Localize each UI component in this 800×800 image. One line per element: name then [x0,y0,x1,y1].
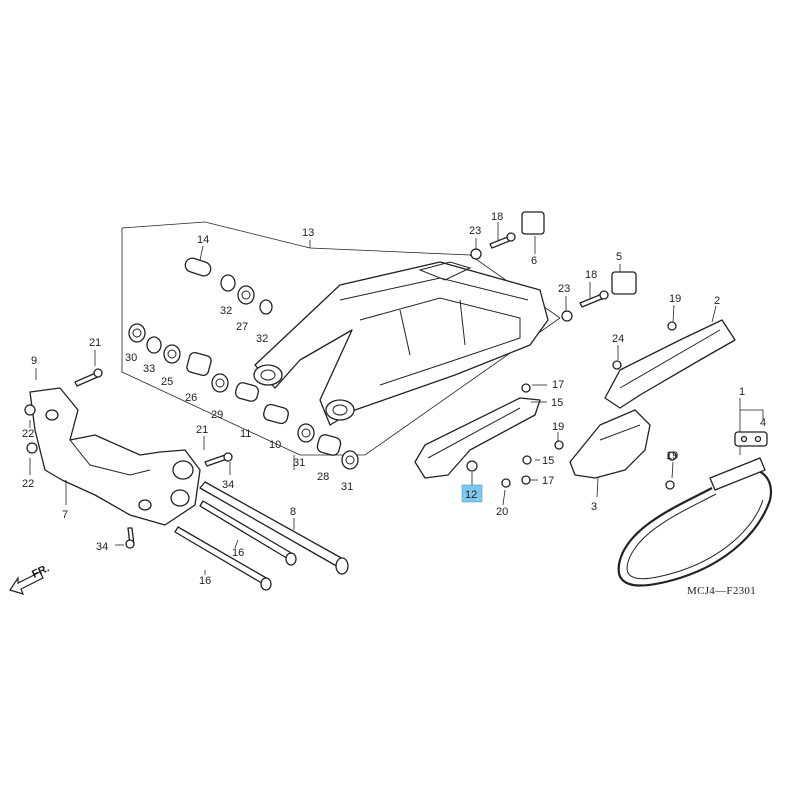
part-label-34-lower[interactable]: 34 [96,541,108,553]
part-label-21-lower[interactable]: 21 [196,424,208,436]
part-label-6[interactable]: 6 [531,255,537,267]
part-label-15-lower[interactable]: 15 [542,455,554,467]
part-label-19-top[interactable]: 19 [669,293,681,305]
part-label-25[interactable]: 25 [161,376,173,388]
part-label-20[interactable]: 20 [496,506,508,518]
highlighted-part-marker [461,484,483,503]
diagram-code: MCJ4—F2301 [687,585,756,597]
part-label-17-upper[interactable]: 17 [552,379,564,391]
part-label-31-upper[interactable]: 31 [293,457,305,469]
part-label-29[interactable]: 29 [211,409,223,421]
part-label-27[interactable]: 27 [236,321,248,333]
swingarm-illustration [253,261,549,426]
part-label-4[interactable]: 4 [760,417,766,429]
part-label-13[interactable]: 13 [302,227,314,239]
part-label-19-middle[interactable]: 19 [552,421,564,433]
leader-lines [29,222,717,575]
part-label-23-lower[interactable]: 23 [558,283,570,295]
part-label-33[interactable]: 33 [143,363,155,375]
pivot-shafts [174,481,349,591]
part-label-22-upper[interactable]: 22 [22,428,34,440]
front-direction-indicator: FR. [9,562,51,595]
part-label-11[interactable]: 11 [240,428,251,440]
fasteners [24,211,677,549]
part-label-18-upper[interactable]: 18 [491,211,503,223]
part-label-22-lower[interactable]: 22 [22,478,34,490]
part-label-12[interactable]: 12 [465,489,477,501]
bushings [128,257,359,470]
pivot-plate-illustration [29,387,201,526]
chain-slider-illustration [414,397,541,479]
part-label-32-upper[interactable]: 32 [220,305,232,317]
part-label-32-lower[interactable]: 32 [256,333,268,345]
part-label-26[interactable]: 26 [185,392,197,404]
part-label-16-lower[interactable]: 16 [199,575,211,587]
part-label-2[interactable]: 2 [714,295,720,307]
part-label-30[interactable]: 30 [125,352,137,364]
part-label-24[interactable]: 24 [612,333,624,345]
part-label-17-lower[interactable]: 17 [542,475,554,487]
part-label-14[interactable]: 14 [197,234,209,246]
part-label-7[interactable]: 7 [62,509,68,521]
part-label-8[interactable]: 8 [290,506,296,518]
part-label-21-upper[interactable]: 21 [89,337,101,349]
part-label-3[interactable]: 3 [591,501,597,513]
part-label-1[interactable]: 1 [739,386,745,398]
part-label-16-upper[interactable]: 16 [232,547,244,559]
part-label-23-upper[interactable]: 23 [469,225,481,237]
part-label-31-lower[interactable]: 31 [341,481,353,493]
front-direction-label: FR. [30,562,51,580]
part-label-18-lower[interactable]: 18 [585,269,597,281]
part-label-9[interactable]: 9 [31,355,37,367]
front-arrow-icon [9,571,44,595]
part-label-19-right[interactable]: 19 [666,450,678,462]
part-label-5[interactable]: 5 [616,251,622,263]
part-label-34-upper[interactable]: 34 [222,479,234,491]
part-label-15-upper[interactable]: 15 [551,397,563,409]
part-label-10[interactable]: 10 [269,439,281,451]
part-label-28[interactable]: 28 [317,471,329,483]
part-number-labels: 1 2 3 4 5 6 7 8 9 10 11 12 13 14 15 15 1… [22,211,766,587]
drive-chain-illustration [617,431,773,587]
chain-guard-illustration [569,319,736,479]
